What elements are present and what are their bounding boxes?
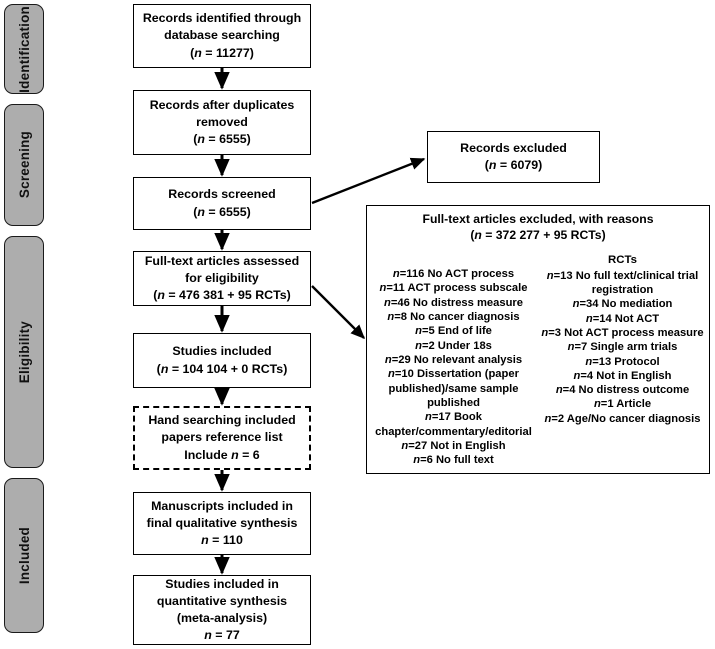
- box-quantitative-synthesis-count: n = 77: [204, 628, 240, 643]
- box-hand-searching-line2: papers reference list: [161, 430, 283, 445]
- stage-eligibility: Eligibility: [4, 236, 44, 468]
- box-records-screened-line1: Records screened: [168, 187, 276, 202]
- excluded-detail-header-count: (n = 372 277 + 95 RCTs): [470, 228, 606, 243]
- box-records-screened: Records screened (n = 6555): [133, 177, 311, 230]
- reason-item: n=116 No ACT process: [392, 267, 515, 280]
- box-hand-searching-count: Include n = 6: [184, 447, 260, 462]
- stage-screening-label: Screening: [16, 131, 32, 199]
- box-quantitative-synthesis-line1: Studies included in: [165, 576, 279, 591]
- box-studies-included: Studies included (n = 104 104 + 0 RCTs): [133, 333, 311, 388]
- box-records-identified: Records identified through database sear…: [133, 4, 311, 68]
- reason-item: n=3 Not ACT process measure: [541, 326, 704, 339]
- reason-item: n=4 Not in English: [573, 369, 672, 382]
- arrow-screened-to-records-excluded: [311, 157, 426, 205]
- excluded-detail-header-line1: Full-text articles excluded, with reason…: [422, 212, 654, 226]
- box-fulltext-articles-assessed-line2: for eligibility: [185, 270, 259, 285]
- column-header-spacer: [371, 253, 536, 267]
- stage-identification-label: Identification: [16, 5, 32, 93]
- excluded-reasons-column-general: n=116 No ACT process n=11 ACT process su…: [371, 253, 536, 468]
- box-fulltext-articles-assessed-line1: Full-text articles assessed: [144, 253, 300, 268]
- stage-identification: Identification: [4, 4, 44, 94]
- box-records-after-duplicates-count: (n = 6555): [193, 132, 251, 147]
- box-records-after-duplicates: Records after duplicates removed (n = 65…: [133, 90, 311, 155]
- reason-item: n=14 Not ACT: [585, 312, 660, 325]
- box-quantitative-synthesis-line3: (meta-analysis): [176, 611, 268, 625]
- reason-item: n=10 Dissertation (paper: [388, 368, 519, 381]
- excluded-detail-columns: n=116 No ACT process n=11 ACT process su…: [371, 253, 705, 468]
- box-records-identified-count: (n = 11277): [190, 45, 254, 60]
- box-records-identified-line2: database searching: [164, 28, 280, 43]
- box-quantitative-synthesis: Studies included in quantitative synthes…: [133, 575, 311, 645]
- excluded-reasons-column-rcts: RCTs n=13 No full text/clinical trial re…: [540, 253, 705, 468]
- reason-item: n=27 Not in English: [401, 439, 506, 452]
- box-qualitative-synthesis-count: n = 110: [201, 533, 243, 548]
- reason-item: n=5 End of life: [415, 325, 492, 338]
- box-qualitative-synthesis-line2: final qualitative synthesis: [146, 515, 298, 530]
- box-fulltext-articles-assessed-count: (n = 476 381 + 95 RCTs): [153, 288, 291, 303]
- reason-item: n=1 Article: [593, 398, 652, 411]
- reason-item: n=7 Single arm trials: [567, 341, 678, 354]
- box-studies-included-count: (n = 104 104 + 0 RCTs): [156, 361, 288, 376]
- arrow-fulltext-to-excluded-reasons: [311, 285, 366, 340]
- reason-item: n=13 No full text/clinical trial: [546, 269, 699, 282]
- box-records-screened-count: (n = 6555): [193, 204, 251, 219]
- reason-item: registration: [591, 283, 654, 296]
- reason-item: chapter/commentary/editorial: [375, 425, 532, 438]
- reason-item: n=4 No distress outcome: [555, 384, 690, 397]
- reason-item: published: [427, 396, 480, 409]
- rcts-column-title: RCTs: [608, 253, 637, 266]
- box-records-after-duplicates-line1: Records after duplicates: [149, 97, 295, 112]
- box-records-identified-line1: Records identified through: [142, 11, 302, 26]
- reason-item: n=13 Protocol: [585, 355, 660, 368]
- box-records-excluded-count: (n = 6079): [484, 158, 543, 172]
- reason-item: n=6 No full text: [413, 454, 494, 467]
- box-records-excluded-line1: Records excluded: [460, 140, 567, 155]
- box-fulltext-excluded-with-reasons: Full-text articles excluded, with reason…: [366, 205, 710, 474]
- stage-eligibility-label: Eligibility: [16, 320, 32, 384]
- reason-item: n=2 Under 18s: [415, 339, 492, 352]
- box-hand-searching-line1: Hand searching included: [148, 413, 296, 428]
- excluded-detail-header: Full-text articles excluded, with reason…: [371, 211, 705, 244]
- reason-item: n=11 ACT process subscale: [379, 282, 528, 295]
- reason-item: published)/same sample: [388, 382, 519, 395]
- stage-screening: Screening: [4, 104, 44, 226]
- box-qualitative-synthesis-line1: Manuscripts included in: [151, 498, 293, 513]
- reason-item: n=2 Age/No cancer diagnosis: [544, 412, 701, 425]
- reason-item: n=17 Book: [425, 411, 482, 424]
- box-quantitative-synthesis-line2: quantitative synthesis: [156, 593, 288, 608]
- reason-item: n=46 No distress measure: [384, 296, 523, 309]
- box-studies-included-line1: Studies included: [172, 344, 272, 359]
- reason-item: n=8 No cancer diagnosis: [387, 310, 520, 323]
- reason-item: n=29 No relevant analysis: [384, 353, 523, 366]
- box-records-after-duplicates-line2: removed: [196, 114, 248, 129]
- box-qualitative-synthesis: Manuscripts included in final qualitativ…: [133, 492, 311, 555]
- stage-included: Included: [4, 478, 44, 633]
- reason-item: n=34 No mediation: [572, 298, 673, 311]
- box-fulltext-articles-assessed: Full-text articles assessed for eligibil…: [133, 251, 311, 306]
- box-records-excluded: Records excluded (n = 6079): [427, 131, 600, 183]
- box-hand-searching: Hand searching included papers reference…: [133, 406, 311, 470]
- stage-included-label: Included: [16, 526, 32, 585]
